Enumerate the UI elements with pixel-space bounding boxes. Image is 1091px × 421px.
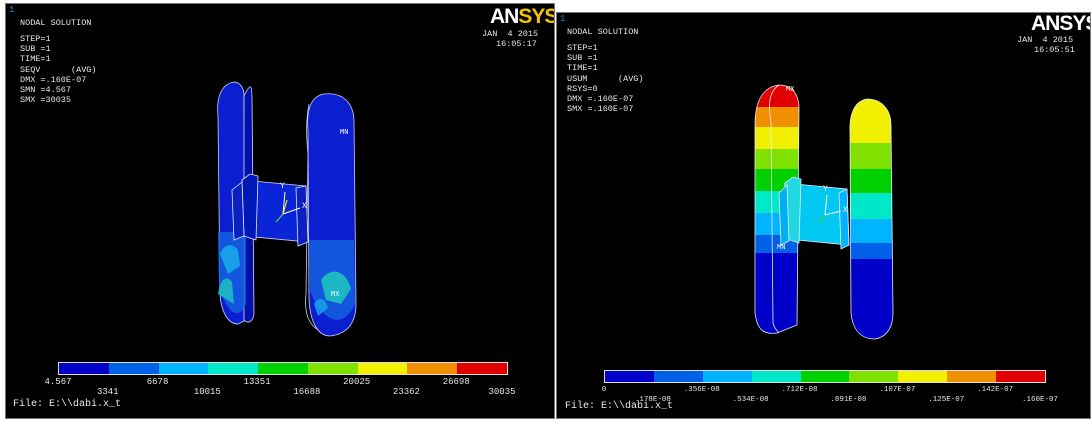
connecting-shaft [231,173,309,247]
time-stamp: 16:05:51 [1034,45,1075,55]
legend-swatch [208,363,259,374]
model-view: Y X MN MX [217,81,357,337]
axis-x-label: X [843,206,848,215]
contour-legend-bar [604,370,1046,383]
legend-swatch [457,363,508,374]
result-label: SEQV (AVG) [20,65,97,75]
axis-y-label: Y [280,182,285,191]
right-result-panel: 1 NODAL SOLUTION STEP=1 SUB =1 TIME=1 US… [556,12,1091,419]
legend-label: 20025 [343,377,371,387]
axis-triad [275,191,301,223]
time-label: TIME=1 [567,63,598,73]
legend-swatch [751,371,801,382]
legend-swatch [59,363,109,374]
axis-triad [818,194,842,224]
file-label: File: E:\\dabi.x_t [13,399,122,410]
legend-label: 30035 [488,387,516,397]
legend-label: 23362 [392,387,420,397]
legend-label: 10015 [193,387,221,397]
window-number: 1 [560,14,566,24]
legend-label: 4.567 [44,377,72,387]
left-result-panel: 1 NODAL SOLUTION STEP=1 SUB =1 TIME=1 SE… [5,3,555,419]
legend-swatch [849,371,899,382]
axis-y-label: Y [823,185,828,194]
ansys-logo: ANSYS [1031,12,1090,35]
dmx-label: DMX =.160E-07 [20,75,87,85]
max-marker: MX [786,86,795,94]
connecting-shaft [778,176,850,250]
legend-label: 13351 [243,377,271,387]
logo-main: ANSYS [1031,12,1090,35]
contour-legend-bar [58,362,508,375]
legend-label: .178E-08 [634,396,671,404]
sub-label: SUB =1 [20,44,51,54]
date-label: JAN 4 2015 [482,29,539,39]
legend-swatch [947,371,997,382]
logo-main: AN [490,5,519,28]
legend-swatch [407,363,458,374]
file-label: File: E:\\dabi.x_t [565,401,674,412]
dmx-label: DMX =.160E-07 [567,94,634,104]
smx-label: SMX =30035 [20,95,72,105]
date-label: JAN 4 2015 [1017,35,1074,45]
legend-swatch [605,371,654,382]
legend-swatch [357,363,408,374]
legend-swatch [108,363,159,374]
legend-swatch [653,371,703,382]
time-label: TIME=1 [20,54,51,64]
legend-label: .125E-07 [928,396,965,404]
result-label: USUM (AVG) [567,74,644,84]
legend-label: 3341 [96,387,119,397]
step-label: STEP=1 [20,34,51,44]
legend-label: .107E-07 [879,386,916,394]
sub-label: SUB =1 [567,53,598,63]
smx-label: SMX =.160E-07 [567,104,634,114]
step-label: STEP=1 [567,43,598,53]
time-stamp: 16:05:17 [496,39,537,49]
model-view: Y X MX MN [754,84,894,340]
legend-label: 26698 [442,377,470,387]
legend-label: .142E-07 [977,386,1014,394]
min-marker: MN [777,244,785,252]
window-number: 1 [9,5,15,15]
axis-x-label: X [302,202,307,211]
plot-title: NODAL SOLUTION [20,18,92,28]
plot-title: NODAL SOLUTION [567,27,639,37]
ansys-logo: ANSYS [490,5,555,28]
legend-label: 6678 [146,377,169,387]
legend-label: .356E-08 [683,386,720,394]
logo-accent: SYS [518,5,555,28]
max-marker: MX [331,291,340,299]
legend-swatch [158,363,209,374]
rsys-label: RSYS=0 [567,84,598,94]
legend-swatch [996,371,1046,382]
legend-swatch [702,371,752,382]
right-plate [305,93,357,337]
legend-swatch [800,371,850,382]
legend-swatch [258,363,308,374]
legend-swatch [898,371,948,382]
min-marker: MN [340,129,348,137]
legend-label: 16688 [293,387,321,397]
legend-label: .160E-07 [1021,396,1059,404]
right-plate [849,98,894,340]
legend-swatch [307,363,358,374]
legend-label: 0 [601,386,607,394]
legend-label: .891E-08 [830,396,867,404]
smn-label: SMN =4.567 [20,85,72,95]
legend-label: .534E-08 [732,396,769,404]
legend-label: .712E-08 [781,386,818,394]
